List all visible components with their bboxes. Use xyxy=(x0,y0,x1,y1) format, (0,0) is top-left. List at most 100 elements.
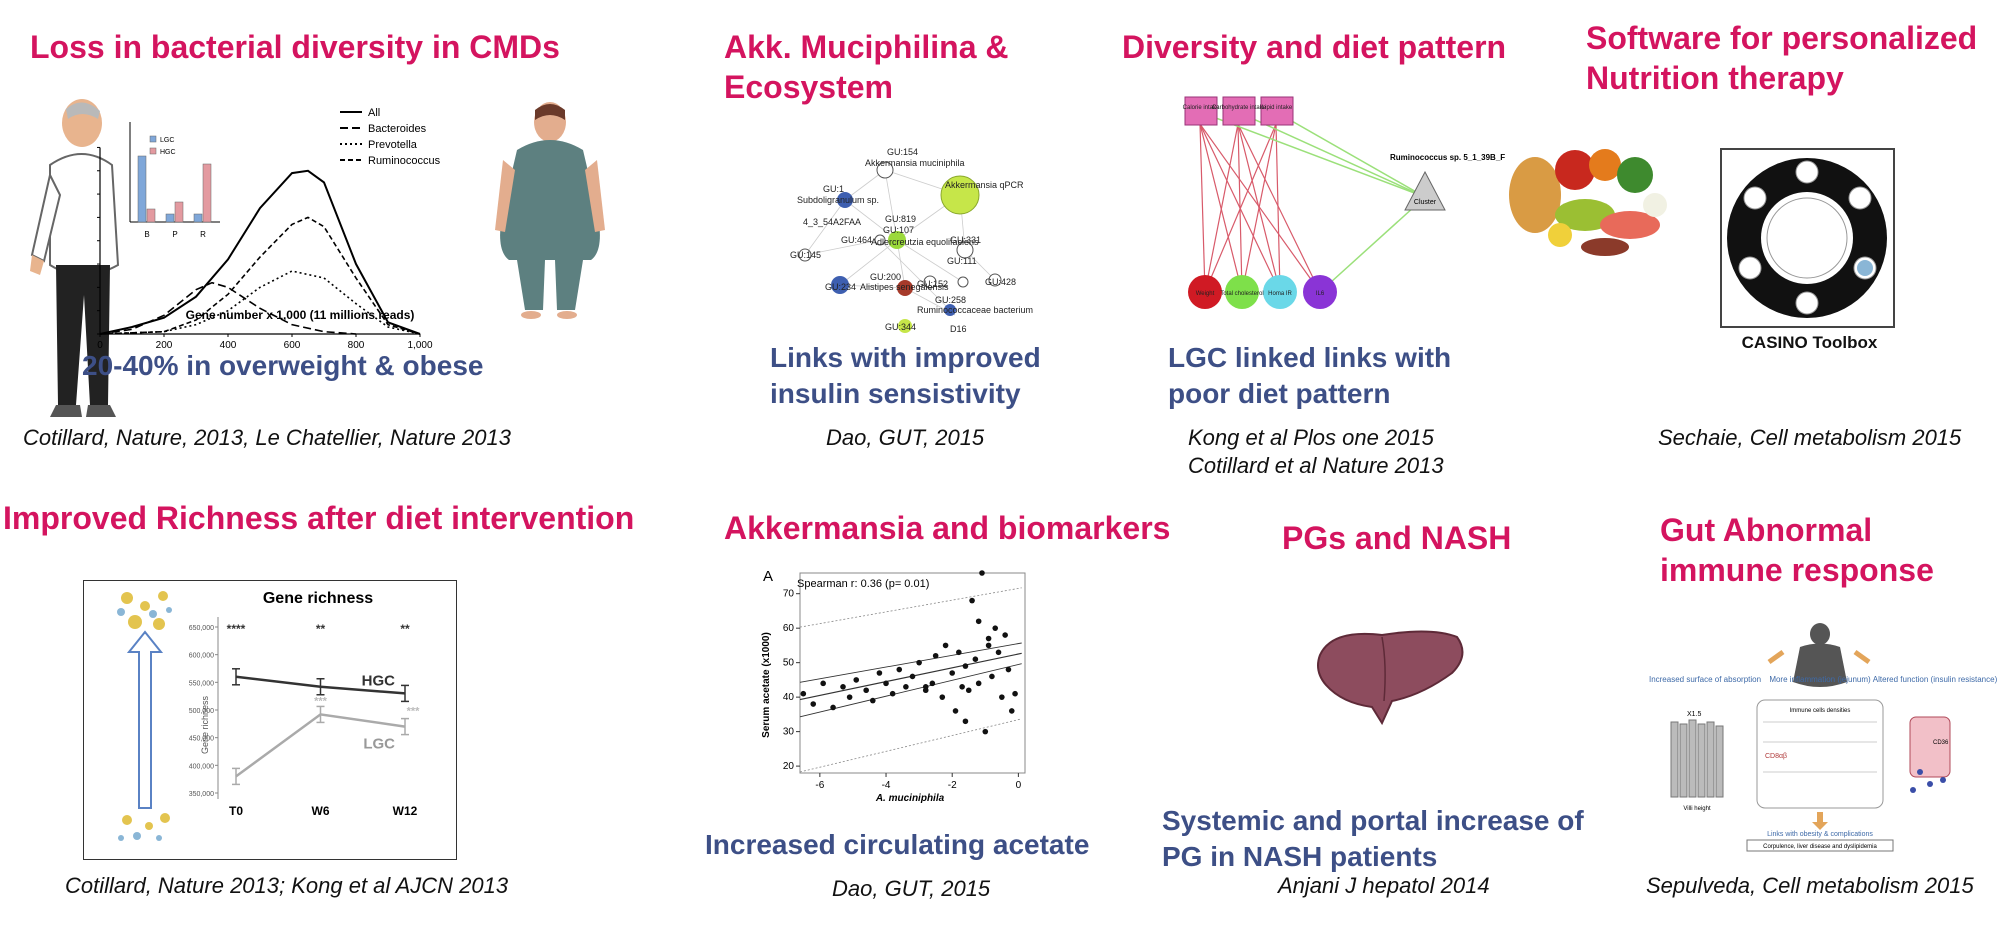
network-node-label: GU:145 xyxy=(790,250,821,260)
panel-citation: Sechaie, Cell metabolism 2015 xyxy=(1658,425,1962,450)
series-line xyxy=(99,169,421,335)
data-point xyxy=(962,718,969,725)
data-point xyxy=(982,728,989,735)
x-tick-label: W12 xyxy=(393,804,418,818)
data-point xyxy=(1008,708,1015,714)
significance-mark: *** xyxy=(314,695,328,707)
significance-mark: ** xyxy=(400,622,410,636)
species-label: Ruminococcus sp. 5_1_39B_FAA xyxy=(1390,153,1516,162)
data-point xyxy=(869,697,876,704)
line-chart-gene-richness: Gene richness 350,000400,000450,000500,0… xyxy=(189,590,421,818)
inset-bar xyxy=(202,163,212,223)
data-point xyxy=(922,683,929,690)
data-point xyxy=(969,597,975,604)
network-node-label: Akkermansia muciniphila xyxy=(865,158,965,168)
data-point xyxy=(995,649,1002,656)
obese-woman-figure xyxy=(495,102,605,319)
series-line xyxy=(99,281,357,335)
panel-title-line2: Ecosystem xyxy=(724,69,893,105)
panel-title-line1: Software for personalized xyxy=(1586,20,1978,56)
x-tick-label: 600 xyxy=(284,340,301,351)
confidence-band xyxy=(799,642,1022,683)
inset-legend-label: HGC xyxy=(160,149,176,156)
inset-legend-swatch xyxy=(149,147,157,155)
panel-title-line2: immune response xyxy=(1660,552,1934,588)
panel-title: Akkermansia and biomarkers xyxy=(724,510,1171,546)
panel-citation: Dao, GUT, 2015 xyxy=(832,876,991,901)
network-diagram: GU:154 Akkermansia muciniphila Akkermans… xyxy=(790,147,1033,334)
diet-network-diagram: Calorie intake Carbohydrate intake Lipid… xyxy=(1183,96,1516,309)
y-tick-label: 20 xyxy=(783,761,795,772)
panel-title-line1: Gut Abnormal xyxy=(1660,512,1873,548)
x-tick-label: T0 xyxy=(229,804,243,818)
inset-x-tick-label: P xyxy=(172,230,177,239)
x-tick-label: 800 xyxy=(348,340,365,351)
network-node-label: Adlercreutzia equolifaciens xyxy=(871,237,979,247)
network-node-label: 4_3_54A2FAA xyxy=(803,217,861,227)
data-point xyxy=(949,670,956,676)
panel-subtitle: 20-40% in overweight & obese xyxy=(82,350,484,381)
diagram-label: More inflammation (jejunum) xyxy=(1769,675,1871,684)
prediction-band xyxy=(799,718,1022,773)
data-point xyxy=(1005,666,1012,673)
series-line xyxy=(99,216,421,335)
panel-citation: Sepulveda, Cell metabolism 2015 xyxy=(1646,873,1974,898)
diagram-label: Immune cells densities xyxy=(1790,708,1851,714)
inset-bar xyxy=(165,213,175,223)
panel-title-line2: Nutrition therapy xyxy=(1586,60,1844,96)
y-tick-label: 600,000 xyxy=(189,653,214,660)
significance-mark: **** xyxy=(227,622,246,636)
network-node-label: GU:819 xyxy=(885,214,916,224)
x-tick-label: -4 xyxy=(882,780,891,791)
data-point xyxy=(992,625,999,631)
diagram-label: Increased surface of absorption xyxy=(1649,675,1761,684)
panel-subtitle-line2: PG in NASH patients xyxy=(1162,841,1438,872)
panel-citation: Anjani J hepatol 2014 xyxy=(1278,873,1490,898)
panel-citation-line2: Cotillard et al Nature 2013 xyxy=(1188,453,1444,478)
x-tick-label: -2 xyxy=(948,780,957,791)
chart-legend: All Bacteroides Prevotella Ruminococcus xyxy=(340,107,441,167)
network-node-label: GU:234 xyxy=(825,282,856,292)
data-point xyxy=(883,680,889,687)
y-tick-label: 500,000 xyxy=(189,708,214,715)
panel-citation: Cotillard, Nature 2013; Kong et al AJCN … xyxy=(65,873,509,898)
y-tick-label: 550,000 xyxy=(189,680,214,687)
chart-annotation: Spearman r: 0.36 (p= 0.01) xyxy=(797,578,929,590)
data-point xyxy=(903,683,909,690)
diagram-label: Links with obesity & complications xyxy=(1767,831,1873,838)
prediction-band xyxy=(799,587,1022,628)
series-label: HGC xyxy=(362,672,396,689)
panel-subtitle-line1: Systemic and portal increase of xyxy=(1162,805,1584,836)
data-point xyxy=(800,690,807,697)
diet-node-label: Weight xyxy=(1196,291,1215,297)
diet-node-label: Calorie intake xyxy=(1183,105,1220,111)
diet-node-label: Carbohydrate intake xyxy=(1212,105,1267,111)
y-tick-label: 40 xyxy=(783,692,795,703)
significance-mark: *** xyxy=(407,706,421,718)
inset-bar xyxy=(193,213,203,223)
legend-label: Prevotella xyxy=(368,139,418,151)
data-point xyxy=(846,694,853,700)
inset-x-tick-label: R xyxy=(200,230,206,239)
y-tick-label: 350,000 xyxy=(189,791,214,798)
casino-caption: CASINO Toolbox xyxy=(1741,333,1878,352)
panel-title: Improved Richness after diet interventio… xyxy=(3,500,635,536)
data-point xyxy=(972,656,979,663)
network-node-label: D16 xyxy=(950,324,967,334)
confidence-band xyxy=(799,663,1022,718)
inset-bar xyxy=(137,155,147,223)
data-point xyxy=(959,683,965,690)
network-node-label: GU:344 xyxy=(885,322,916,332)
network-node-label: Alistipes senegalensis xyxy=(860,282,949,292)
microbe-illustration xyxy=(117,591,172,841)
network-node-label: GU:200 xyxy=(870,272,901,282)
x-tick-label: 200 xyxy=(156,340,173,351)
panel-citation: Cotillard, Nature, 2013, Le Chatellier, … xyxy=(23,425,511,450)
data-point xyxy=(1002,632,1008,638)
x-tick-label: -6 xyxy=(815,780,824,791)
x-tick-label: W6 xyxy=(312,804,330,818)
data-point xyxy=(985,635,992,642)
data-point xyxy=(889,690,896,697)
data-point xyxy=(942,642,949,649)
data-point xyxy=(979,570,985,576)
